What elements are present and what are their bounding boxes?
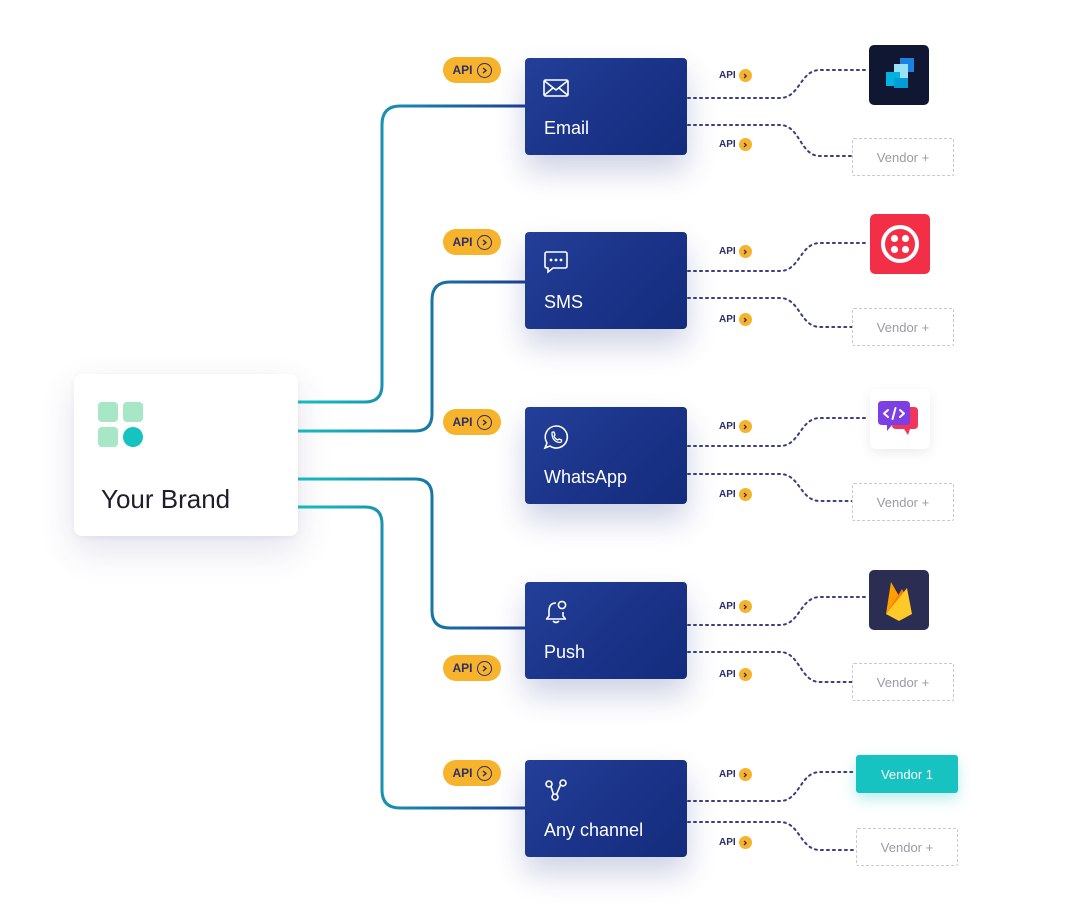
api-tag[interactable]: API [719, 600, 752, 613]
api-badge-whatsapp[interactable]: API [443, 409, 501, 435]
channel-label: SMS [544, 292, 584, 312]
chevron-right-icon [738, 138, 752, 151]
dots-any-2 [687, 821, 857, 851]
chevron-right-icon [476, 62, 492, 78]
api-badge-push[interactable]: API [443, 655, 501, 681]
dots-wa-2 [687, 473, 853, 502]
api-label: API [719, 601, 736, 612]
dots-email-2 [687, 124, 853, 157]
brand-card: Your Brand [74, 374, 298, 536]
vendor-plus-button[interactable]: Vendor + [852, 663, 954, 701]
wire-email [296, 104, 528, 404]
dots-wa-1 [687, 417, 869, 447]
channel-label: Email [544, 118, 590, 138]
chat-code-logo[interactable] [870, 389, 930, 449]
api-tag[interactable]: API [719, 245, 752, 258]
api-label: API [452, 766, 473, 780]
api-label: API [719, 669, 736, 680]
api-tag[interactable]: API [719, 668, 752, 681]
dots-push-1 [687, 596, 869, 626]
channel-card-whatsapp[interactable]: WhatsApp [525, 407, 687, 504]
api-label: API [719, 421, 736, 432]
bell-icon [545, 600, 567, 624]
api-tag[interactable]: API [719, 768, 752, 781]
whatsapp-icon [543, 425, 569, 450]
api-tag[interactable]: API [719, 138, 752, 151]
dots-sms-2 [687, 297, 853, 328]
vendor-plus-button[interactable]: Vendor + [852, 138, 954, 176]
channel-card-push[interactable]: Push [525, 582, 687, 679]
channel-label: Push [544, 642, 586, 662]
brand-name: Your Brand [101, 484, 231, 514]
api-label: API [719, 70, 736, 81]
channel-label: WhatsApp [544, 467, 628, 487]
api-tag[interactable]: API [719, 313, 752, 326]
api-badge-email[interactable]: API [443, 57, 501, 83]
api-label: API [719, 837, 736, 848]
chevron-right-icon [738, 245, 752, 258]
api-label: API [719, 769, 736, 780]
api-tag[interactable]: API [719, 420, 752, 433]
chevron-right-icon [738, 600, 752, 613]
dots-sms-1 [687, 242, 869, 272]
chevron-right-icon [738, 69, 752, 82]
chevron-right-icon [476, 234, 492, 250]
firebase-logo[interactable] [869, 570, 929, 630]
api-tag[interactable]: API [719, 69, 752, 82]
chevron-right-icon [738, 768, 752, 781]
chevron-right-icon [476, 765, 492, 781]
vendor-plus-button[interactable]: Vendor + [852, 483, 954, 521]
network-icon [545, 779, 567, 801]
api-badge-any[interactable]: API [443, 760, 501, 786]
api-label: API [719, 489, 736, 500]
vendor-plus-button[interactable]: Vendor + [852, 308, 954, 346]
chevron-right-icon [476, 414, 492, 430]
chevron-right-icon [476, 660, 492, 676]
channel-label: Any channel [544, 820, 644, 840]
dots-any-1 [687, 771, 857, 802]
wire-push [296, 477, 528, 630]
channel-card-email[interactable]: Email [525, 58, 687, 155]
chevron-right-icon [738, 836, 752, 849]
dots-push-2 [687, 651, 853, 683]
api-label: API [452, 415, 473, 429]
api-label: API [719, 314, 736, 325]
wire-sms [296, 280, 528, 433]
mail-icon [543, 79, 569, 97]
twilio-logo[interactable] [870, 214, 930, 274]
api-label: API [452, 235, 473, 249]
channel-card-sms[interactable]: SMS [525, 232, 687, 329]
chevron-right-icon [738, 420, 752, 433]
api-tag[interactable]: API [719, 836, 752, 849]
vendor-plus-button[interactable]: Vendor + [856, 828, 958, 866]
dots-email-1 [687, 69, 869, 99]
chat-icon [544, 251, 568, 274]
api-label: API [719, 139, 736, 150]
vendor-1-button[interactable]: Vendor 1 [856, 755, 958, 793]
api-badge-sms[interactable]: API [443, 229, 501, 255]
brand-grid-icon [98, 402, 144, 448]
api-label: API [719, 246, 736, 257]
api-label: API [452, 661, 473, 675]
api-label: API [452, 63, 473, 77]
chevron-right-icon [738, 313, 752, 326]
chevron-right-icon [738, 488, 752, 501]
chevron-right-icon [738, 668, 752, 681]
sendgrid-logo[interactable] [869, 45, 929, 105]
channel-card-any[interactable]: Any channel [525, 760, 687, 857]
api-tag[interactable]: API [719, 488, 752, 501]
wire-any [296, 505, 528, 810]
